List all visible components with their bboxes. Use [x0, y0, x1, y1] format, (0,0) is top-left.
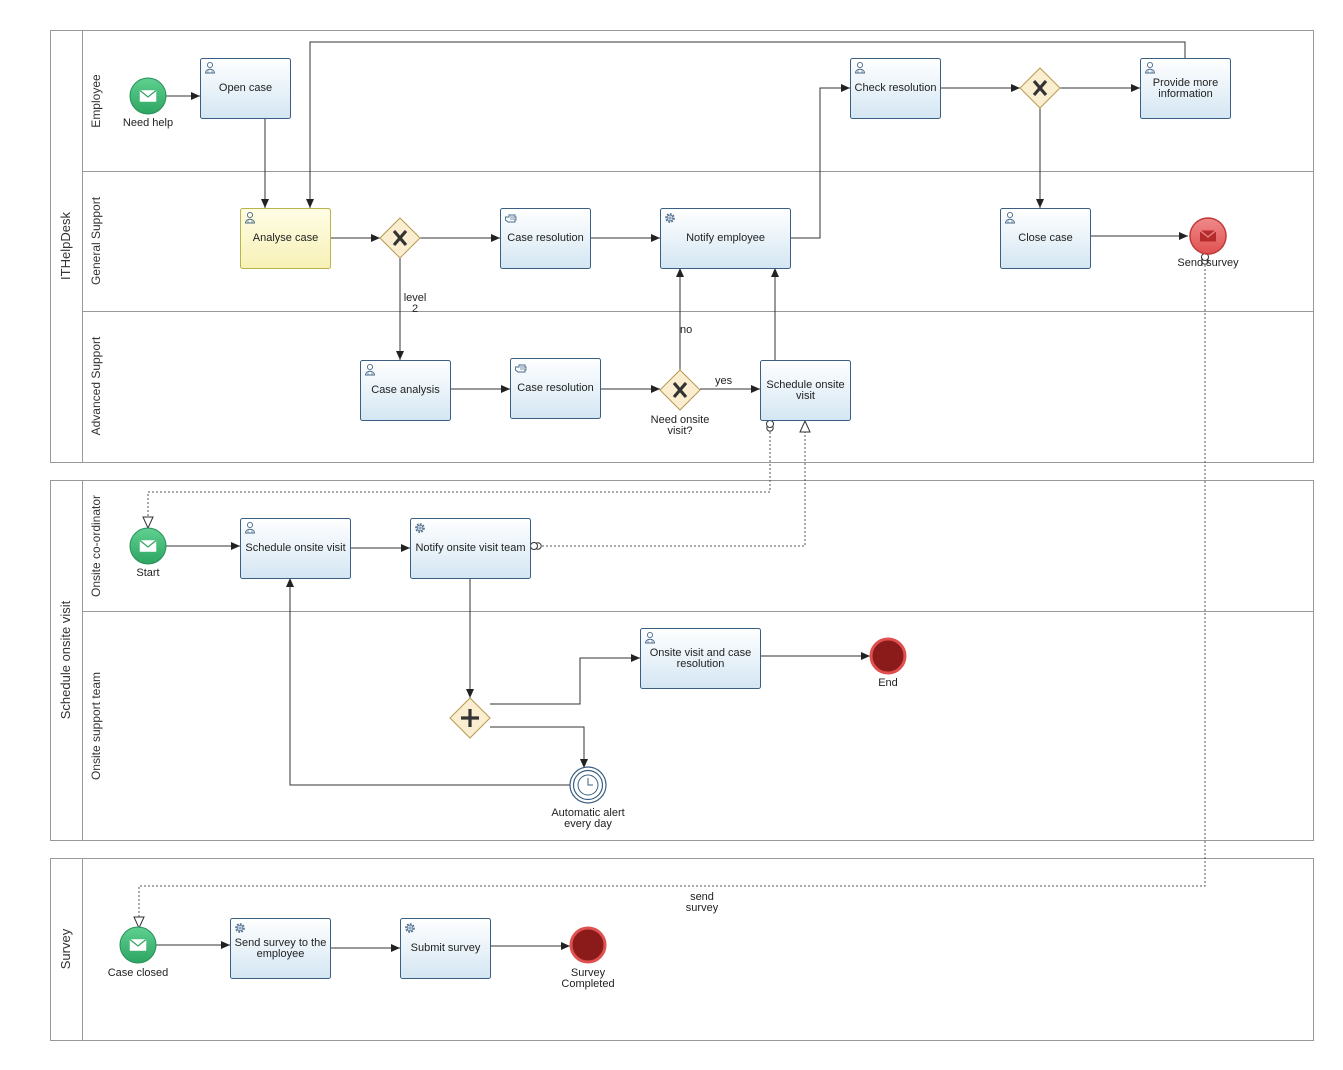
message-flow[interactable] [133, 257, 1209, 930]
flow[interactable] [306, 41, 1186, 208]
event-label: Start [136, 568, 160, 579]
task-provide-more-information[interactable]: Provide more information [1140, 58, 1231, 119]
lane-label-onsite-coordinator: Onsite co-ordinator [89, 495, 103, 597]
x-icon [672, 381, 688, 399]
parallel-gateway[interactable] [449, 697, 491, 739]
event-label: End [878, 678, 898, 689]
message-flow-source [530, 542, 538, 550]
task-label: Analyse case [252, 232, 319, 244]
lane-label-employee: Employee [89, 74, 103, 128]
start-event-start[interactable] [129, 527, 167, 565]
envelope-icon [139, 89, 157, 103]
envelope-icon [1199, 230, 1217, 238]
flow-label-yes: yes [715, 375, 733, 387]
flow-label-level-2: 2 [412, 303, 418, 315]
gateway-label: Need onsite visit? [650, 415, 710, 437]
flow-label-level: level [404, 292, 427, 304]
task-label: Open case [218, 82, 273, 94]
task-label: Case resolution [517, 382, 594, 394]
pool-label: Schedule onsite visit [58, 600, 73, 719]
pool-label: ITHelpDesk [58, 212, 73, 280]
start-event-need-help[interactable] [129, 77, 167, 115]
task-submit-survey[interactable]: Submit survey [400, 918, 491, 979]
pool-label: Survey [58, 928, 73, 969]
task-check-resolution[interactable]: Check resolution [850, 58, 941, 119]
end-event-survey-completed[interactable] [569, 926, 607, 964]
plus-icon [461, 709, 479, 727]
task-label: Provide more information [1152, 76, 1219, 100]
task-label: Onsite visit and case resolution [649, 646, 752, 670]
task-schedule-onsite-visit-advanced[interactable]: Schedule onsite visit [760, 360, 851, 421]
end-event-end[interactable] [869, 637, 907, 675]
task-label: Notify employee [686, 232, 765, 244]
exclusive-gateway[interactable] [1019, 67, 1061, 109]
task-send-survey-to-the-employee[interactable]: Send survey to the employee [230, 918, 331, 979]
event-label: Send survey [1177, 258, 1239, 269]
event-label: Survey Completed [561, 968, 615, 990]
task-label: Check resolution [854, 82, 937, 94]
flow-label-no: no [680, 324, 692, 336]
start-event-case-closed[interactable] [119, 926, 157, 964]
task-notify-onsite-visit-team[interactable]: Notify onsite visit team [410, 518, 531, 579]
task-onsite-visit-and-case-resolution[interactable]: Onsite visit and case resolution [640, 628, 761, 689]
event-label: Need help [122, 118, 174, 129]
message-flow-source [766, 420, 774, 428]
task-schedule-onsite-visit[interactable]: Schedule onsite visit [240, 518, 351, 579]
task-label: Case analysis [371, 384, 440, 396]
exclusive-gateway[interactable] [379, 217, 421, 259]
task-case-resolution-general[interactable]: Case resolution [500, 208, 591, 269]
task-label: Notify onsite visit team [415, 542, 526, 554]
message-flows [133, 253, 1209, 930]
flow[interactable] [790, 84, 850, 239]
task-analyse-case[interactable]: Analyse case [240, 208, 331, 269]
task-label: Case resolution [507, 232, 584, 244]
lane-label-advanced-support: Advanced Support [89, 336, 103, 435]
event-label: Automatic alert every day [551, 808, 625, 830]
task-label: Submit survey [410, 942, 481, 954]
exclusive-gateway-need-onsite-visit[interactable] [659, 369, 701, 411]
lane-label-onsite-support-team: Onsite support team [89, 672, 103, 780]
task-case-resolution-advanced[interactable]: Case resolution [510, 358, 601, 419]
lane-label-general-support: General Support [89, 196, 103, 285]
task-label: Send survey to the employee [234, 936, 327, 960]
flow-label-send: send [690, 891, 714, 903]
task-notify-employee[interactable]: Notify employee [660, 208, 791, 269]
message-end-event-send-survey[interactable] [1189, 217, 1227, 255]
task-close-case[interactable]: Close case [1000, 208, 1091, 269]
envelope-icon [139, 539, 157, 553]
flow-label-survey: survey [686, 902, 719, 914]
envelope-icon [129, 938, 147, 952]
task-label: Close case [1018, 232, 1073, 244]
x-icon [1032, 79, 1048, 97]
x-icon [392, 229, 408, 247]
task-label: Schedule onsite visit [245, 542, 346, 554]
task-open-case[interactable]: Open case [200, 58, 291, 119]
event-label: Case closed [107, 968, 169, 979]
timer-event-automatic-alert[interactable] [569, 766, 607, 804]
task-case-analysis[interactable]: Case analysis [360, 360, 451, 421]
task-label: Schedule onsite visit [766, 378, 845, 402]
